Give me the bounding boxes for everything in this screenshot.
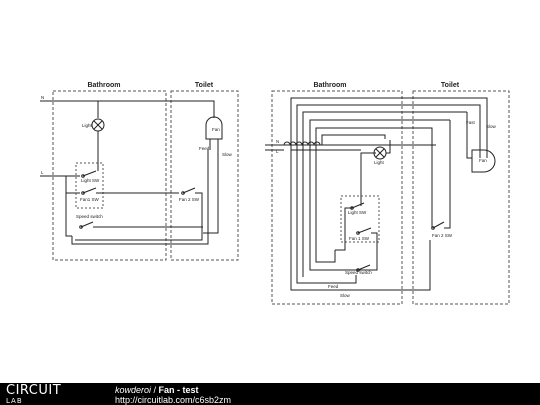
left-fan1-label: Fan1 SW <box>80 197 100 202</box>
left-feed-label: Feed <box>199 146 210 151</box>
right-light-sw-label: Light SW <box>348 210 367 215</box>
right-fan2-label: Fan 2 SW <box>432 233 453 238</box>
left-neutral-wire <box>40 100 215 118</box>
left-l-label: L <box>41 170 44 175</box>
left-slow-label: Slow <box>222 152 233 157</box>
right-slow2-label: Slow <box>486 124 497 129</box>
right-switch-group-box <box>340 195 380 243</box>
left-light-label: Light <box>82 123 93 128</box>
left-bathroom-box <box>52 90 167 261</box>
circuit-diagram: Bathroom Toilet N L Light Light SW Fan1 … <box>40 82 510 305</box>
right-toilet-box <box>412 90 510 305</box>
right-toilet-title: Toilet <box>441 82 460 89</box>
left-speed-label: Speed switch <box>76 214 103 219</box>
left-toilet-box <box>170 90 239 261</box>
left-fan-motor <box>205 116 223 140</box>
right-fast-label: Fast <box>466 120 476 125</box>
left-live-wire <box>40 175 72 237</box>
left-switch-group-box <box>75 162 104 209</box>
right-l-label: L <box>276 149 279 154</box>
left-toilet-title: Toilet <box>195 82 214 89</box>
left-fan-label: Fan <box>212 127 220 132</box>
footer-bar: CIRCUIT LAB kowderoi / Fan - test http:/… <box>0 383 540 405</box>
right-slow-label: Slow <box>340 293 351 298</box>
meta-separator: / <box>151 385 159 395</box>
right-fan-motor <box>471 149 496 173</box>
right-feed-label: Feed <box>328 284 339 289</box>
right-bathroom-title: Bathroom <box>313 82 346 89</box>
right-light-label: Light <box>374 160 385 165</box>
circuit-url[interactable]: http://circuitlab.com/c6sb2zm <box>115 395 232 405</box>
left-bathroom-title: Bathroom <box>87 82 120 89</box>
logo-top-text: CIRCUIT <box>6 383 62 398</box>
logo-bottom-text: LAB <box>6 397 23 405</box>
left-light-sw-label: Light SW <box>81 178 100 183</box>
right-n-label: N <box>276 139 279 144</box>
right-bathroom-box <box>271 90 403 305</box>
left-n-label: N <box>41 95 44 100</box>
circuitlab-logo[interactable]: CIRCUIT LAB <box>6 384 61 405</box>
right-fan-label: Fan <box>479 158 487 163</box>
circuit-meta: kowderoi / Fan - test http://circuitlab.… <box>115 385 231 405</box>
author-name[interactable]: kowderoi <box>115 385 152 395</box>
left-fan2-label: Fan 2 SW <box>179 197 200 202</box>
right-speed-label: Speed switch <box>345 270 372 275</box>
right-fan1-label: Fan 1 SW <box>349 236 370 241</box>
circuit-title[interactable]: Fan - test <box>158 385 199 395</box>
